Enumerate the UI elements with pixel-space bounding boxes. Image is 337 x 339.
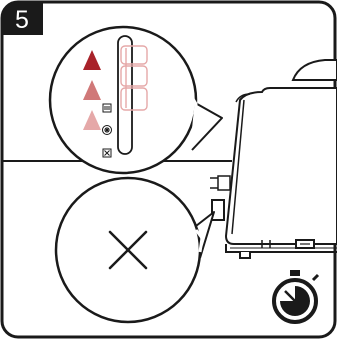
toaster-side-view <box>210 59 337 259</box>
toast-level-marks <box>120 45 148 111</box>
triangle-light-icon <box>83 110 101 130</box>
step-number: 5 <box>15 6 29 34</box>
triangle-medium-icon <box>83 80 101 100</box>
zoom-pointer-top <box>189 99 223 151</box>
toaster-top-knob <box>291 59 337 81</box>
toaster-foot-left <box>239 252 251 259</box>
control-panel-zoom <box>48 25 198 175</box>
prohibited-zoom <box>54 176 204 324</box>
defrost-icon <box>102 125 112 135</box>
reheat-icon <box>102 103 112 113</box>
cross-icon <box>108 230 148 270</box>
lever-slot <box>117 35 133 155</box>
toaster-base <box>225 244 337 253</box>
toaster-lever <box>211 199 225 221</box>
stopwatch-icon <box>272 270 320 324</box>
triangle-dark-icon <box>83 50 101 70</box>
step-badge: 5 <box>2 2 43 35</box>
cancel-icon <box>102 148 112 158</box>
